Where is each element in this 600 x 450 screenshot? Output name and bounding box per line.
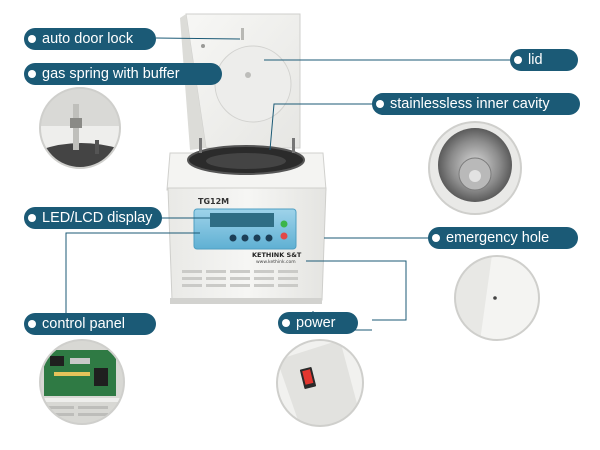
label-display: LED/LCD display bbox=[24, 207, 162, 229]
start-button[interactable] bbox=[280, 220, 288, 228]
label-control-panel: control panel bbox=[24, 313, 156, 335]
power-switch-inset bbox=[276, 339, 364, 427]
lcd-screen bbox=[210, 213, 274, 227]
website-label: www.kethink.com bbox=[256, 259, 296, 265]
panel-button[interactable] bbox=[253, 234, 261, 242]
label-emergency-hole: emergency hole bbox=[428, 227, 578, 249]
front-control-panel bbox=[193, 208, 297, 250]
panel-button[interactable] bbox=[241, 234, 249, 242]
label-power: power bbox=[278, 312, 358, 334]
model-label: TG12M bbox=[198, 197, 229, 206]
label-auto-door-lock: auto door lock bbox=[24, 28, 156, 50]
gas-spring-inset bbox=[39, 87, 121, 169]
lid-panel bbox=[180, 13, 301, 150]
panel-button[interactable] bbox=[265, 234, 273, 242]
brand-label: KETHINK S&T bbox=[252, 251, 302, 259]
label-lid: lid bbox=[510, 49, 578, 71]
emergency-hole-inset bbox=[454, 255, 540, 341]
vent-grille bbox=[182, 270, 298, 287]
stop-button[interactable] bbox=[280, 232, 288, 240]
control-panel-inset bbox=[39, 339, 125, 425]
label-gas-spring: gas spring with buffer bbox=[24, 63, 222, 85]
inner-cavity-inset bbox=[428, 121, 522, 215]
label-inner-cavity: stainlessless inner cavity bbox=[372, 93, 580, 115]
leader-lines bbox=[65, 37, 510, 331]
panel-button[interactable] bbox=[229, 234, 237, 242]
centrifuge: TG12M KETHINK S&T www.kethink.com bbox=[166, 13, 327, 304]
